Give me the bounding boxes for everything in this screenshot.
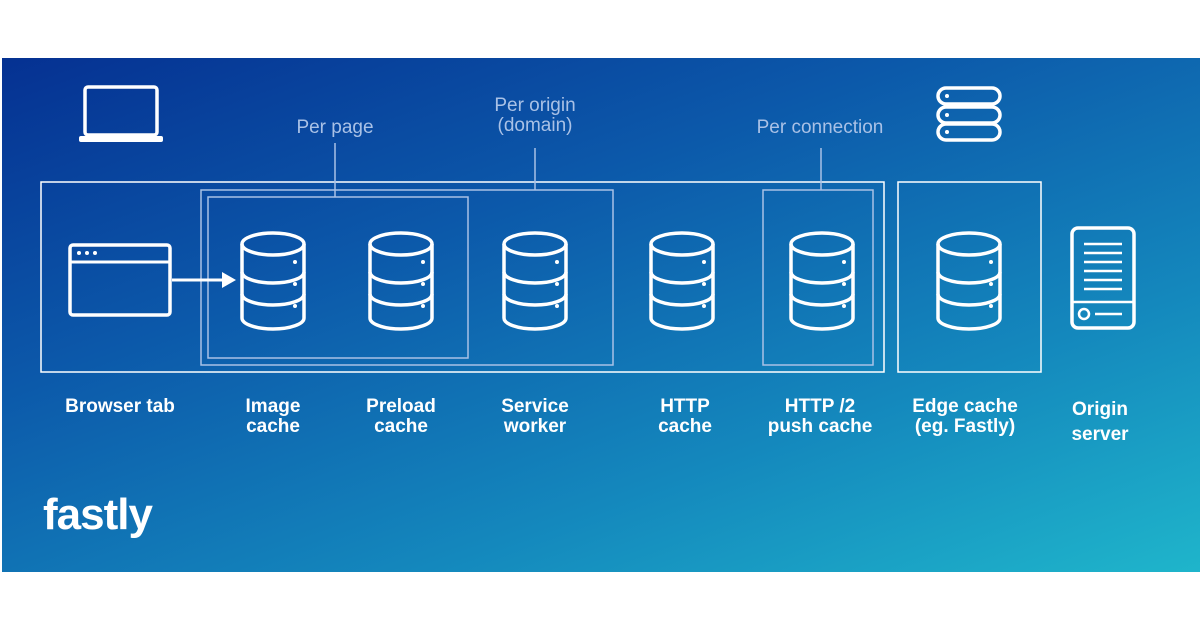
- server-stack-icon: [936, 86, 1002, 142]
- origin-server-icon: [1070, 226, 1136, 330]
- per-origin-box: [200, 189, 614, 366]
- service-worker-database-icon: [502, 231, 568, 331]
- per-origin-label: Per origin (domain): [494, 95, 576, 136]
- http-cache-label: HTTP cache: [658, 396, 712, 437]
- edge-cache-database-icon: [936, 231, 1002, 331]
- service-worker-label: Service worker: [501, 396, 569, 437]
- per-page-box: [207, 196, 469, 359]
- browser-boundary-box: [40, 181, 885, 373]
- image-cache-label: Image cache: [245, 396, 301, 437]
- browser-tab-label: Browser tab: [65, 396, 175, 417]
- per-connection-box: [762, 189, 874, 366]
- push-cache-database-icon: [789, 231, 855, 331]
- per-page-label: Per page: [296, 117, 374, 138]
- preload-cache-label: Preload cache: [366, 396, 436, 437]
- http-cache-database-icon: [649, 231, 715, 331]
- per-connection-label: Per connection: [756, 117, 884, 138]
- edge-cache-box: [897, 181, 1042, 373]
- http2-push-cache-label: HTTP /2 push cache: [767, 396, 873, 437]
- fastly-logo: fastly: [43, 490, 153, 539]
- edge-cache-label: Edge cache (eg. Fastly): [912, 396, 1018, 437]
- arrow-right-icon: [172, 272, 236, 288]
- image-cache-database-icon: [240, 231, 306, 331]
- origin-server-label: Origin server: [1071, 399, 1129, 445]
- preload-cache-database-icon: [368, 231, 434, 331]
- laptop-icon: [79, 85, 163, 142]
- browser-window-icon: [68, 243, 172, 317]
